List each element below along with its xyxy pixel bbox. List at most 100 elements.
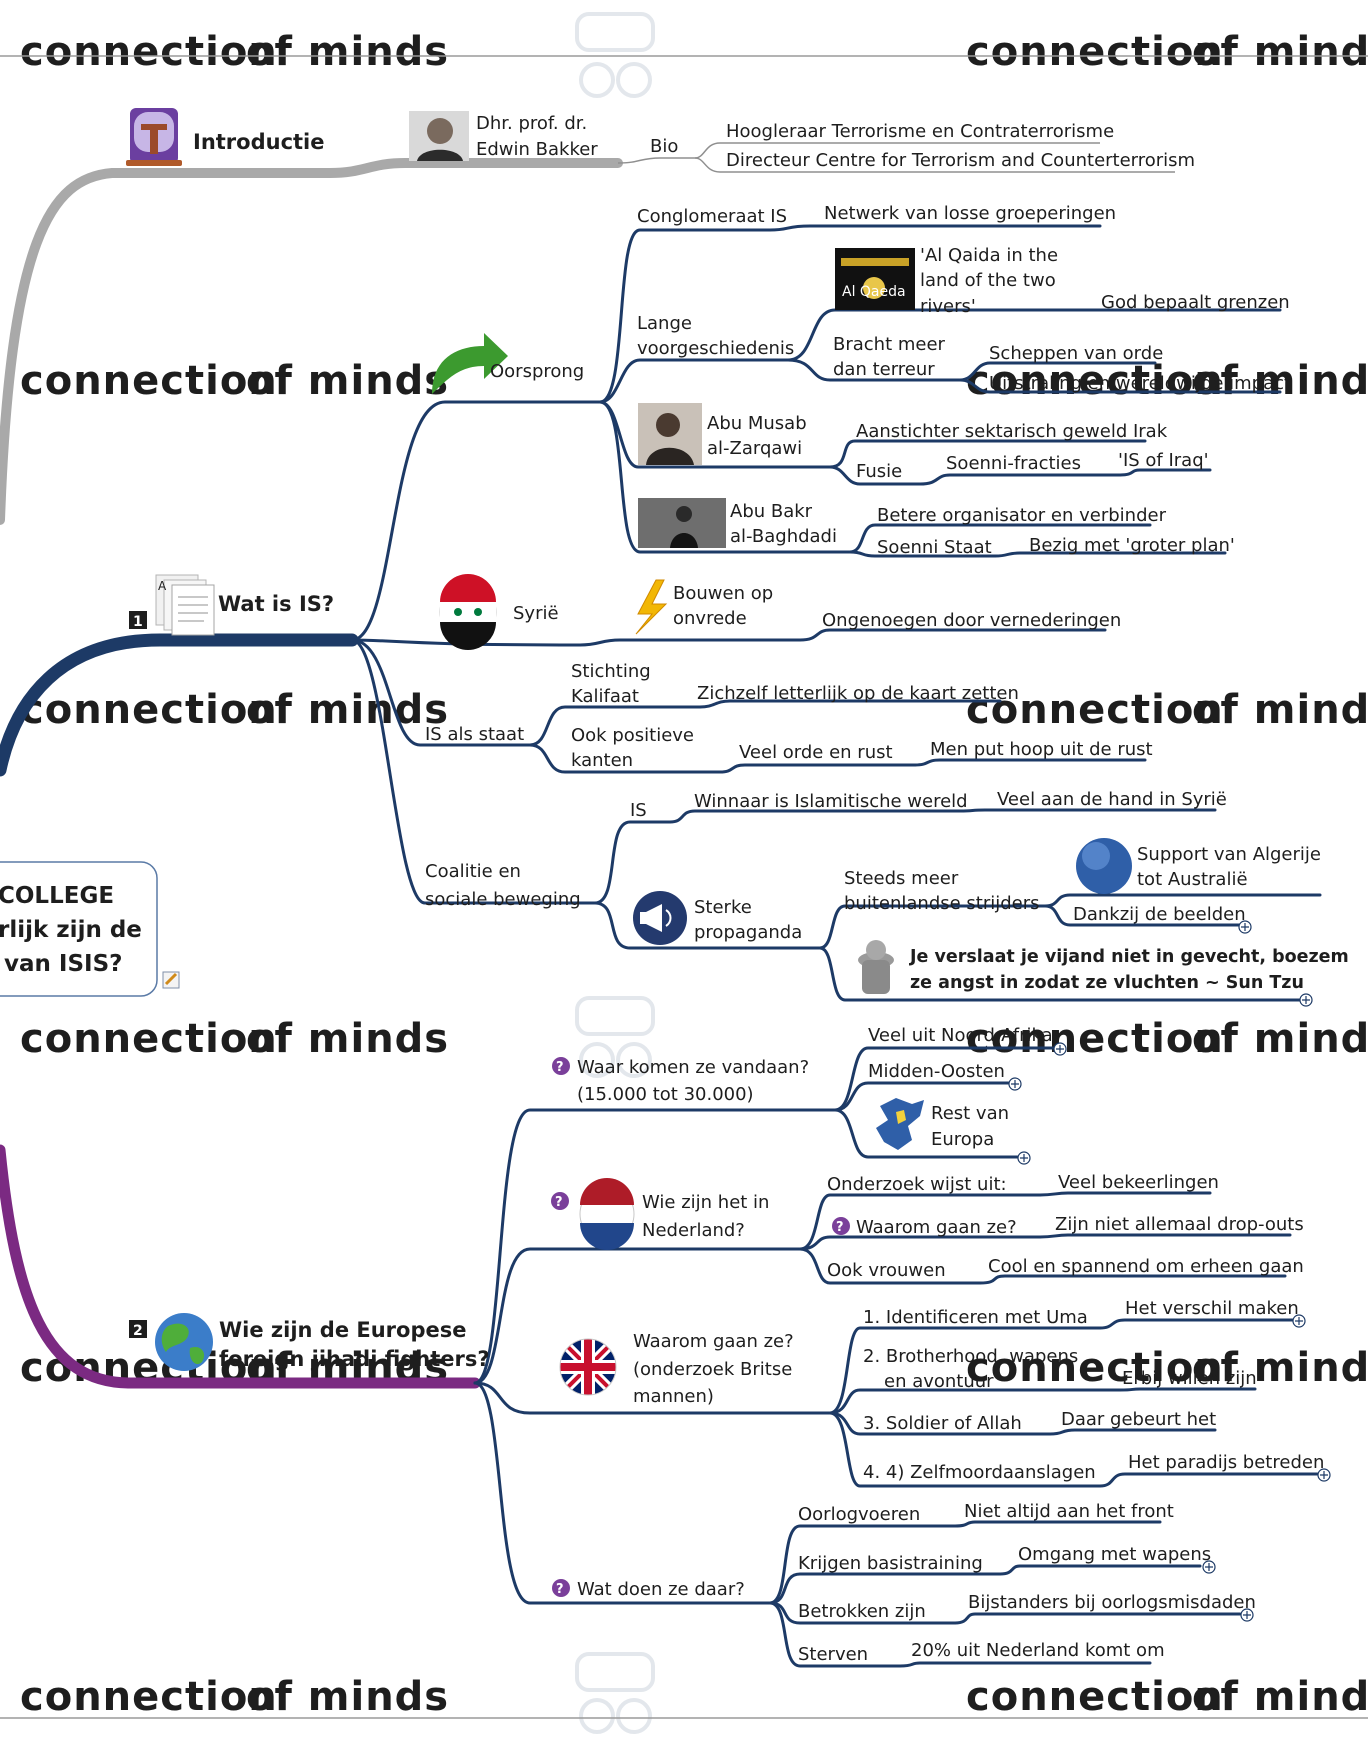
node-waar-komen[interactable]: (15.000 tot 30.000): [577, 1084, 754, 1105]
expand-toggle[interactable]: [1240, 1608, 1254, 1622]
node-al-qaida-name[interactable]: 'Al Qaida in the: [920, 245, 1058, 266]
node-bracht-meer[interactable]: Bracht meer: [833, 334, 946, 355]
node-midden-oosten[interactable]: Midden-Oosten: [868, 1061, 1005, 1082]
node-wat-doen[interactable]: Wat doen ze daar?: [577, 1579, 745, 1600]
node-zichzelf[interactable]: Zichzelf letterlijk op de kaart zetten: [697, 683, 1019, 704]
node-zarqawi[interactable]: al-Zarqawi: [707, 438, 802, 459]
node-reden-2-result[interactable]: Erbij willen zijn: [1122, 1368, 1257, 1389]
node-wie-nederland[interactable]: Wie zijn het in: [642, 1192, 769, 1213]
node-quote[interactable]: ze angst in zodat ze vluchten ~ Sun Tzu: [910, 973, 1304, 993]
node-wat-is-is[interactable]: Wat is IS?: [218, 592, 334, 616]
node-speaker[interactable]: Dhr. prof. dr.: [476, 113, 587, 134]
node-steeds-meer[interactable]: Steeds meer: [844, 868, 959, 889]
node-is-of-iraq[interactable]: 'IS of Iraq': [1118, 450, 1209, 471]
expand-toggle[interactable]: [1053, 1042, 1067, 1056]
node-bekeerlingen[interactable]: Veel bekeerlingen: [1058, 1172, 1219, 1193]
node-dankzij[interactable]: Dankzij de beelden: [1073, 904, 1246, 925]
node-steeds-meer[interactable]: buitenlandse strijders: [844, 893, 1040, 914]
node-soenni-staat[interactable]: Soenni Staat: [877, 537, 992, 558]
expand-toggle[interactable]: [1317, 1468, 1331, 1482]
node-reden-3[interactable]: 3. Soldier of Allah: [863, 1413, 1022, 1434]
node-twintig-procent[interactable]: 20% uit Nederland komt om: [911, 1640, 1165, 1661]
node-bio[interactable]: Bio: [650, 136, 678, 157]
node-sterke-propaganda[interactable]: propaganda: [694, 922, 802, 943]
node-reden-2[interactable]: en avontuur: [884, 1371, 994, 1392]
node-coalitie[interactable]: sociale beweging: [425, 889, 581, 910]
node-bouwen-op-onvrede[interactable]: onvrede: [673, 608, 747, 629]
node-uitstraling[interactable]: Uitstraling en wereldwijde impact: [989, 373, 1291, 394]
node-quote[interactable]: Je verslaat je vijand niet in gevecht, b…: [909, 947, 1349, 967]
central-topic[interactable]: COLLEGE rlijk zijn de van ISIS?: [0, 861, 180, 997]
node-reden-1-result[interactable]: Het verschil maken: [1125, 1298, 1299, 1319]
node-introductie[interactable]: Introductie: [193, 130, 325, 154]
node-fusie[interactable]: Fusie: [856, 461, 902, 482]
node-soenni-fracties[interactable]: Soenni-fracties: [946, 453, 1081, 474]
node-waarom-britse[interactable]: (onderzoek Britse: [633, 1359, 792, 1380]
node-reden-3-result[interactable]: Daar gebeurt het: [1061, 1409, 1216, 1430]
node-speaker[interactable]: Edwin Bakker: [476, 139, 598, 160]
node-reden-4-result[interactable]: Het paradijs betreden: [1128, 1452, 1324, 1473]
expand-toggle[interactable]: [1292, 1314, 1306, 1328]
node-ongenoegen[interactable]: Ongenoegen door vernederingen: [822, 610, 1121, 631]
node-bijstanders[interactable]: Bijstanders bij oorlogsmisdaden: [968, 1592, 1256, 1613]
node-bouwen-op-onvrede[interactable]: Bouwen op: [673, 583, 773, 604]
node-basistraining[interactable]: Krijgen basistraining: [798, 1553, 983, 1574]
node-onderzoek[interactable]: Onderzoek wijst uit:: [827, 1174, 1007, 1195]
node-oorsprong[interactable]: Oorsprong: [490, 361, 584, 382]
node-support[interactable]: tot Australië: [1137, 869, 1248, 890]
node-veel-aan-hand[interactable]: Veel aan de hand in Syrië: [997, 789, 1227, 810]
node-syrie[interactable]: Syrië: [513, 603, 559, 624]
node-conglomeraat[interactable]: Conglomeraat IS: [637, 206, 787, 227]
node-waar-komen[interactable]: Waar komen ze vandaan?: [577, 1057, 809, 1078]
node-winnaar[interactable]: Winnaar is Islamitische wereld: [694, 791, 968, 812]
node-sterke-propaganda[interactable]: Sterke: [694, 897, 752, 918]
node-groter-plan[interactable]: Bezig met 'groter plan': [1029, 535, 1235, 556]
node-lange-voorgeschiedenis[interactable]: voorgeschiedenis: [637, 338, 794, 359]
node-netwerk[interactable]: Netwerk van losse groeperingen: [824, 203, 1116, 224]
node-waarom-britse[interactable]: mannen): [633, 1386, 714, 1407]
node-waarom-gaan[interactable]: Waarom gaan ze?: [856, 1217, 1017, 1238]
node-god-bepaalt[interactable]: God bepaalt grenzen: [1101, 292, 1290, 313]
expand-toggle[interactable]: [1238, 920, 1252, 934]
expand-toggle[interactable]: [1008, 1077, 1022, 1091]
node-noord-afrika[interactable]: Veel uit Noord-Afrika: [868, 1025, 1053, 1046]
node-baghdadi[interactable]: al-Baghdadi: [730, 526, 837, 547]
node-betere-organisator[interactable]: Betere organisator en verbinder: [877, 505, 1167, 526]
node-bio-1[interactable]: Hoogleraar Terrorisme en Contraterrorism…: [726, 121, 1114, 142]
node-aanstichter[interactable]: Aanstichter sektarisch geweld Irak: [856, 421, 1168, 442]
node-al-qaida-name[interactable]: rivers': [920, 296, 976, 317]
node-rest-van-europa[interactable]: Rest van: [931, 1103, 1009, 1124]
node-veel-orde[interactable]: Veel orde en rust: [739, 742, 893, 763]
node-ook-vrouwen[interactable]: Ook vrouwen: [827, 1260, 946, 1281]
node-drop-outs[interactable]: Zijn niet allemaal drop-outs: [1055, 1214, 1304, 1235]
node-scheppen[interactable]: Scheppen van orde: [989, 343, 1163, 364]
node-fighters[interactable]: foreign jihadi fighters?: [219, 1347, 490, 1371]
expand-toggle[interactable]: [1202, 1560, 1216, 1574]
node-stichting-kalifaat[interactable]: Kalifaat: [571, 686, 639, 707]
node-wie-nederland[interactable]: Nederland?: [642, 1220, 745, 1241]
node-is-short[interactable]: IS: [630, 800, 647, 821]
node-reden-4[interactable]: 4. 4) Zelfmoordaanslagen: [863, 1462, 1096, 1483]
node-fighters[interactable]: Wie zijn de Europese: [219, 1318, 466, 1342]
node-sterven[interactable]: Sterven: [798, 1644, 868, 1665]
node-reden-2[interactable]: 2. Brotherhood, wapens: [863, 1346, 1078, 1367]
node-coalitie[interactable]: Coalitie en: [425, 861, 521, 882]
node-rest-van-europa[interactable]: Europa: [931, 1129, 994, 1150]
node-hoop[interactable]: Men put hoop uit de rust: [930, 739, 1153, 760]
node-waarom-britse[interactable]: Waarom gaan ze?: [633, 1331, 794, 1352]
node-cool[interactable]: Cool en spannend om erheen gaan: [988, 1256, 1304, 1277]
node-zarqawi[interactable]: Abu Musab: [707, 413, 807, 434]
node-reden-1[interactable]: 1. Identificeren met Uma: [863, 1307, 1088, 1328]
node-betrokken[interactable]: Betrokken zijn: [798, 1601, 926, 1622]
node-niet-altijd[interactable]: Niet altijd aan het front: [964, 1501, 1174, 1522]
node-al-qaida-name[interactable]: land of the two: [920, 270, 1056, 291]
node-baghdadi[interactable]: Abu Bakr: [730, 501, 813, 522]
node-bio-2[interactable]: Directeur Centre for Terrorism and Count…: [726, 150, 1195, 171]
node-ook-positieve[interactable]: kanten: [571, 750, 633, 771]
node-bracht-meer[interactable]: dan terreur: [833, 359, 935, 380]
node-support[interactable]: Support van Algerije: [1137, 844, 1321, 865]
node-stichting-kalifaat[interactable]: Stichting: [571, 661, 651, 682]
node-lange-voorgeschiedenis[interactable]: Lange: [637, 313, 692, 334]
node-ook-positieve[interactable]: Ook positieve: [571, 725, 694, 746]
node-is-als-staat[interactable]: IS als staat: [425, 724, 524, 745]
